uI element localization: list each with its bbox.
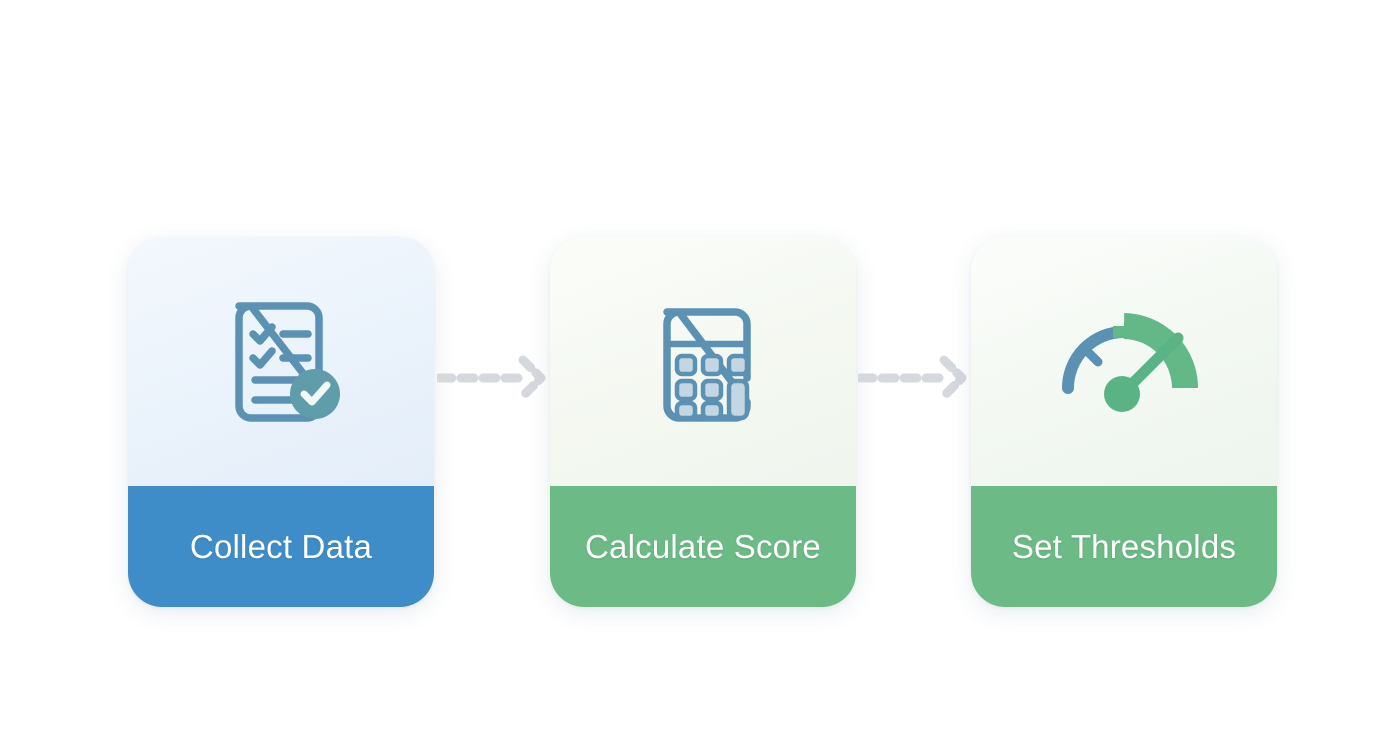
- step-icon-panel: [971, 237, 1277, 486]
- checklist-document-icon: [201, 282, 361, 442]
- step-icon-panel: [550, 237, 856, 486]
- connector-arrow-1: [437, 354, 557, 402]
- step-card-set-thresholds[interactable]: Set Thresholds: [971, 237, 1277, 607]
- connector-arrow-2: [858, 354, 978, 402]
- step-icon-panel: [128, 237, 434, 486]
- calculator-icon: [623, 282, 783, 442]
- step-label-set-thresholds: Set Thresholds: [971, 486, 1277, 607]
- step-label-collect-data: Collect Data: [128, 486, 434, 607]
- gauge-meter-icon: [1044, 282, 1204, 442]
- step-card-calculate-score[interactable]: Calculate Score: [550, 237, 856, 607]
- step-label-calculate-score: Calculate Score: [550, 486, 856, 607]
- step-card-collect-data[interactable]: Collect Data: [128, 237, 434, 607]
